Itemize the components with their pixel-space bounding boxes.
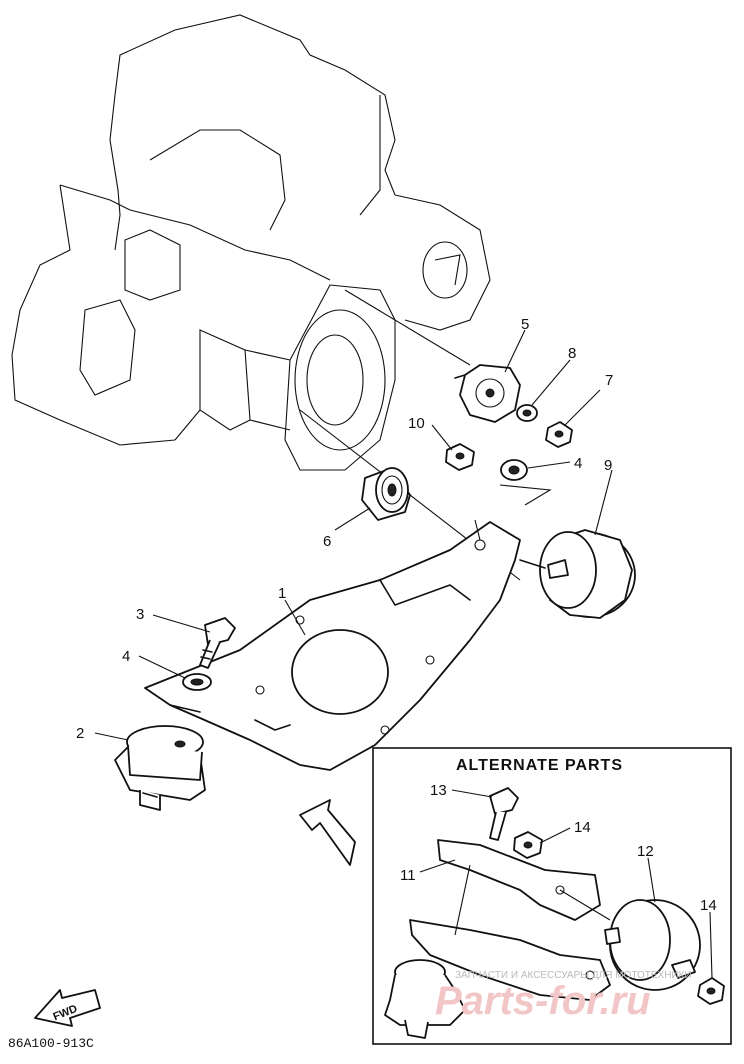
callout-13: 13 [430, 782, 447, 799]
callout-10: 10 [408, 415, 425, 432]
alternate-rubber-damper [384, 959, 466, 1039]
part-3-bolt [199, 617, 236, 669]
part-14-alternate-nut-upper [513, 831, 543, 859]
watermark-logo: Parts-for.ru [435, 979, 651, 1023]
assembly-guide-lines [474, 484, 552, 541]
part-5-flange [454, 364, 521, 423]
forward-direction-arrow [299, 799, 356, 866]
callout-14-right: 14 [700, 897, 717, 914]
part-2-rubber-damper [114, 725, 206, 811]
part-14-alternate-nut-right [697, 977, 725, 1005]
engine-outline [11, 14, 521, 581]
part-8-washer [516, 404, 538, 422]
part-11-alternate-bracket [409, 839, 611, 1001]
watermark-tagline: ЗАПЧАСТИ И АКСЕССУАРЫ ДЛЯ МОТОТЕХНИКИ [455, 970, 692, 981]
part-10-nut [445, 443, 475, 471]
alternate-parts-title: ALTERNATE PARTS [456, 757, 623, 774]
part-6-bushing [361, 467, 411, 521]
part-13-alternate-bolt [489, 787, 519, 841]
watermark: ЗАПЧАСТИ И АКСЕССУАРЫ ДЛЯ МОТОТЕХНИКИ Pa… [435, 970, 692, 1023]
figure-code: 86A100-913C [8, 1036, 94, 1051]
part-12-alternate-damper [604, 899, 701, 991]
alternate-parts-box: ALTERNATE PARTS [372, 747, 732, 1045]
callout-11: 11 [400, 867, 416, 884]
part-7-nut [545, 421, 573, 448]
callout-8: 8 [568, 345, 576, 362]
callout-5: 5 [521, 316, 529, 333]
fwd-marker: FWD [34, 989, 101, 1027]
callout-9: 9 [604, 457, 612, 474]
part-4-washer-left [182, 673, 212, 691]
callout-4-left: 4 [122, 648, 130, 665]
part-1-engine-mount-bracket [144, 521, 521, 771]
callout-14-upper: 14 [574, 819, 591, 836]
part-4-washer-right [500, 459, 528, 481]
callout-12: 12 [637, 843, 654, 860]
callout-7: 7 [605, 372, 613, 389]
callout-1: 1 [278, 585, 286, 602]
callout-2: 2 [76, 725, 84, 742]
callout-6: 6 [323, 533, 331, 550]
callout-3: 3 [136, 606, 144, 623]
part-9-rubber-damper [519, 529, 636, 619]
callout-4-right: 4 [574, 455, 582, 472]
callouts-main: 1 2 3 4 5 6 7 8 9 10 4 [76, 316, 613, 742]
